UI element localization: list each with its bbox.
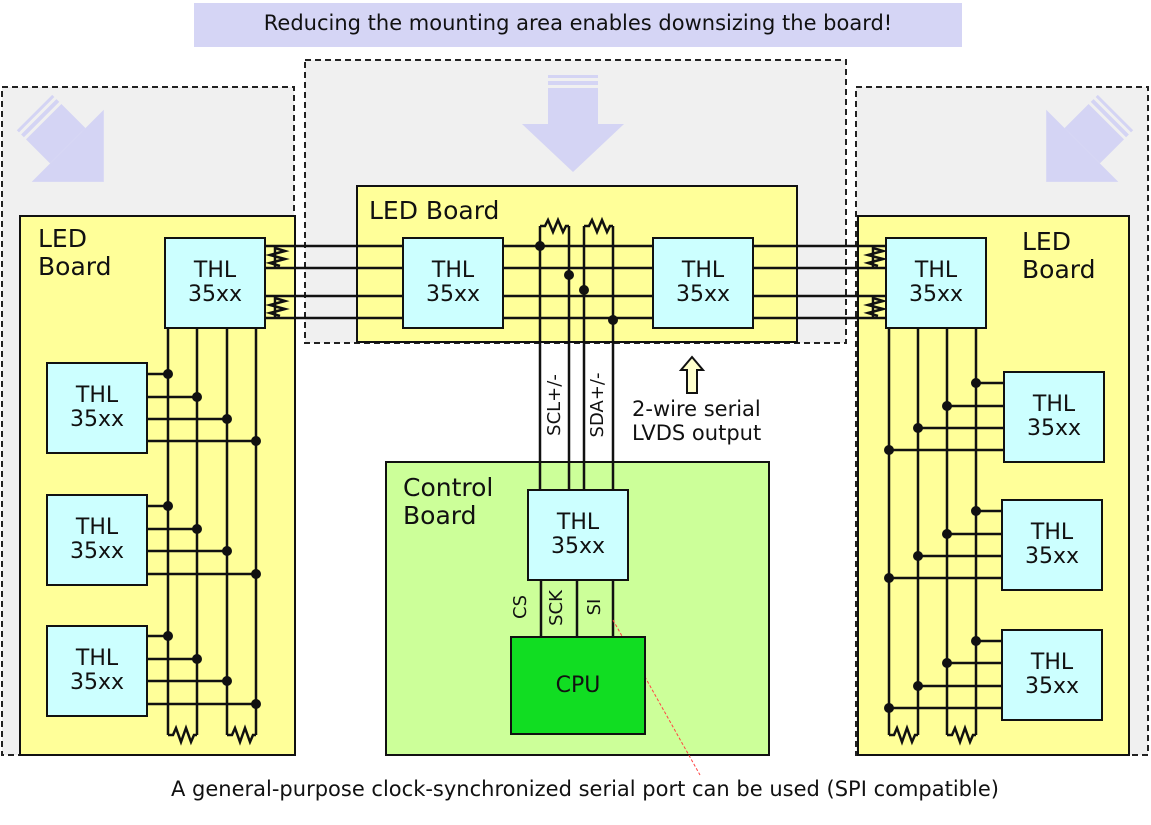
chip-label-line1: THL — [914, 258, 958, 283]
banner-box — [194, 3, 962, 47]
sda-label: SDA+/- — [587, 372, 608, 438]
control-board-label: Control Board — [403, 474, 493, 530]
led-board-right-label: LED Board — [1022, 228, 1095, 284]
shrink-arrow-right — [1046, 94, 1134, 182]
output-up-arrow — [678, 355, 706, 394]
shrink-arrow-left — [16, 94, 104, 182]
control-board-label-line1: Control — [403, 473, 494, 502]
chip-label-line2: 35xx — [550, 534, 606, 559]
output-note-line1: 2-wire serial — [632, 397, 761, 421]
led-board-right-label-line1: LED — [1022, 227, 1071, 256]
cpu-label: CPU — [555, 672, 601, 698]
chip-label-line2: 35xx — [1026, 416, 1082, 441]
output-note: 2-wire serial LVDS output — [632, 397, 761, 445]
chip-label-line2: 35xx — [69, 407, 125, 432]
led-board-left-label-line1: LED — [38, 224, 87, 253]
led-board-left-label: LED Board — [38, 225, 111, 281]
right-board-junctions — [884, 378, 981, 713]
chip-label-line1: THL — [1032, 392, 1076, 417]
chip-label-line2: 35xx — [425, 282, 481, 307]
chip-label-line1: THL — [556, 510, 600, 535]
chip-label-line2: 35xx — [675, 282, 731, 307]
output-note-line2: LVDS output — [632, 421, 762, 445]
sck-label: SCK — [546, 590, 567, 626]
cs-label: CS — [510, 595, 531, 619]
chip-label-line2: 35xx — [1024, 544, 1080, 569]
chip-label-line1: THL — [1030, 520, 1074, 545]
si-label: SI — [584, 598, 605, 616]
serial-line-junctions — [535, 241, 618, 325]
led-board-left-label-line2: Board — [38, 252, 112, 281]
chip-label-line2: 35xx — [908, 282, 964, 307]
banner-text: Reducing the mounting area enables downs… — [263, 11, 893, 35]
control-board-label-line2: Board — [403, 501, 477, 530]
spi-lines — [539, 577, 615, 637]
chip-label-line1: THL — [75, 515, 119, 540]
chip-label-line1: THL — [431, 258, 475, 283]
chip-label-line1: THL — [681, 258, 725, 283]
chip-label-line2: 35xx — [187, 282, 243, 307]
scl-label: SCL+/- — [544, 374, 565, 436]
chip-label-line1: THL — [75, 646, 119, 671]
footer-note: A general-purpose clock-synchronized ser… — [171, 777, 999, 801]
chain-bus — [263, 244, 885, 320]
chip-label-line1: THL — [193, 258, 237, 283]
left-board-wiring — [145, 326, 258, 746]
termination-resistors — [265, 246, 888, 318]
led-board-right-label-line2: Board — [1022, 255, 1096, 284]
right-board-wiring — [887, 326, 1003, 746]
chip-label-line2: 35xx — [69, 539, 125, 564]
chip-label-line2: 35xx — [1024, 674, 1080, 699]
shrink-arrow-center — [522, 75, 624, 172]
led-board-center-label: LED Board — [369, 196, 500, 225]
chip-label-line1: THL — [1030, 650, 1074, 675]
left-board-junctions — [163, 369, 261, 709]
chip-label-line2: 35xx — [69, 670, 125, 695]
chip-label-line1: THL — [75, 383, 119, 408]
cpu-block: CPU — [510, 636, 646, 735]
